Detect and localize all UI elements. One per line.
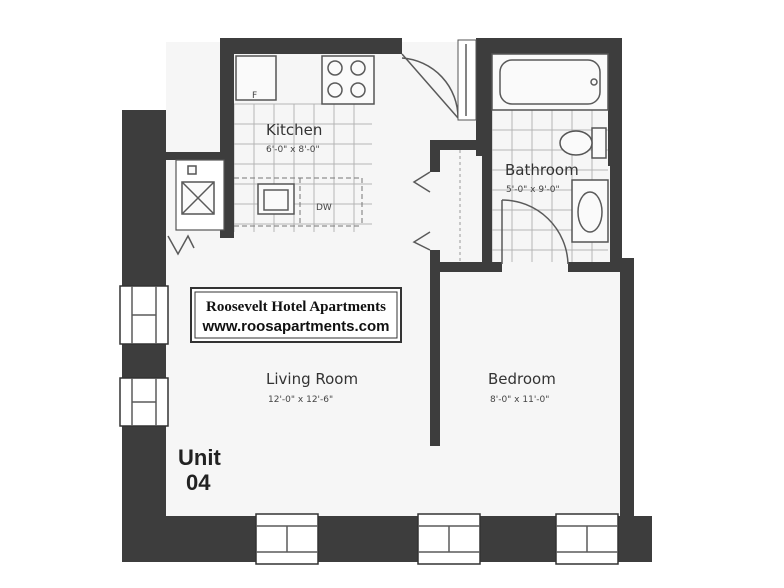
- living-room-label: Living Room: [266, 370, 358, 388]
- right-lower-wall: [620, 258, 634, 524]
- kitchen-fixtures: F DW: [234, 55, 375, 227]
- kitchen-label: Kitchen: [266, 121, 322, 139]
- refrigerator: [235, 55, 277, 101]
- laundry-top-wall: [166, 152, 234, 160]
- window-left-upper: [119, 285, 169, 345]
- closet-right-wall: [482, 150, 492, 266]
- laundry-closet: [167, 159, 225, 256]
- bedroom-top-wall-left: [430, 262, 502, 272]
- kitchen-top-wall: [220, 38, 402, 54]
- right-upper-wall: [608, 38, 622, 166]
- bathroom-door: [501, 199, 569, 265]
- bathroom-label: Bathroom: [505, 161, 579, 179]
- dishwasher-label: DW: [316, 203, 332, 213]
- entry-door: [401, 39, 477, 121]
- banner-url: www.roosapartments.com: [202, 318, 390, 335]
- living-room-dims: 12'-0" x 12'-6": [268, 395, 333, 405]
- toilet-tank: [591, 127, 607, 159]
- bedroom-dims: 8'-0" x 11'-0": [490, 395, 549, 405]
- closet-left-wall-bottom: [430, 250, 440, 266]
- bathroom-sink: [577, 191, 603, 233]
- banner-title: Roosevelt Hotel Apartments: [206, 299, 386, 315]
- closet-top-wall: [430, 140, 488, 150]
- bathroom-fixtures: [491, 53, 609, 243]
- kitchen-dims: 6'-0" x 8'-0": [266, 145, 320, 155]
- window-left-lower: [119, 377, 169, 427]
- banner: Roosevelt Hotel Apartments www.roosapart…: [190, 287, 402, 343]
- window-bottom-3: [555, 513, 619, 565]
- right-mid-wall: [610, 162, 622, 262]
- toilet-bowl: [559, 130, 593, 156]
- fridge-label: F: [252, 91, 257, 101]
- bedroom-label: Bedroom: [488, 370, 556, 388]
- bathroom-left-wall: [476, 38, 492, 156]
- closet-left-wall-top: [430, 140, 440, 172]
- unit-number: 04: [186, 470, 211, 495]
- bedroom-left-wall: [430, 262, 440, 446]
- unit-label: Unit: [178, 445, 221, 470]
- window-bottom-2: [417, 513, 481, 565]
- bathroom-top-wall: [476, 38, 622, 54]
- stove-burners: [327, 60, 366, 98]
- bathtub: [491, 53, 609, 111]
- bedroom-top-wall-right: [568, 262, 634, 272]
- bathroom-dims: 5'-0" x 9'-0": [506, 185, 560, 195]
- floor-area: [166, 42, 622, 520]
- closet-doors: [412, 150, 461, 262]
- windows: [119, 285, 619, 565]
- window-bottom-1: [255, 513, 319, 565]
